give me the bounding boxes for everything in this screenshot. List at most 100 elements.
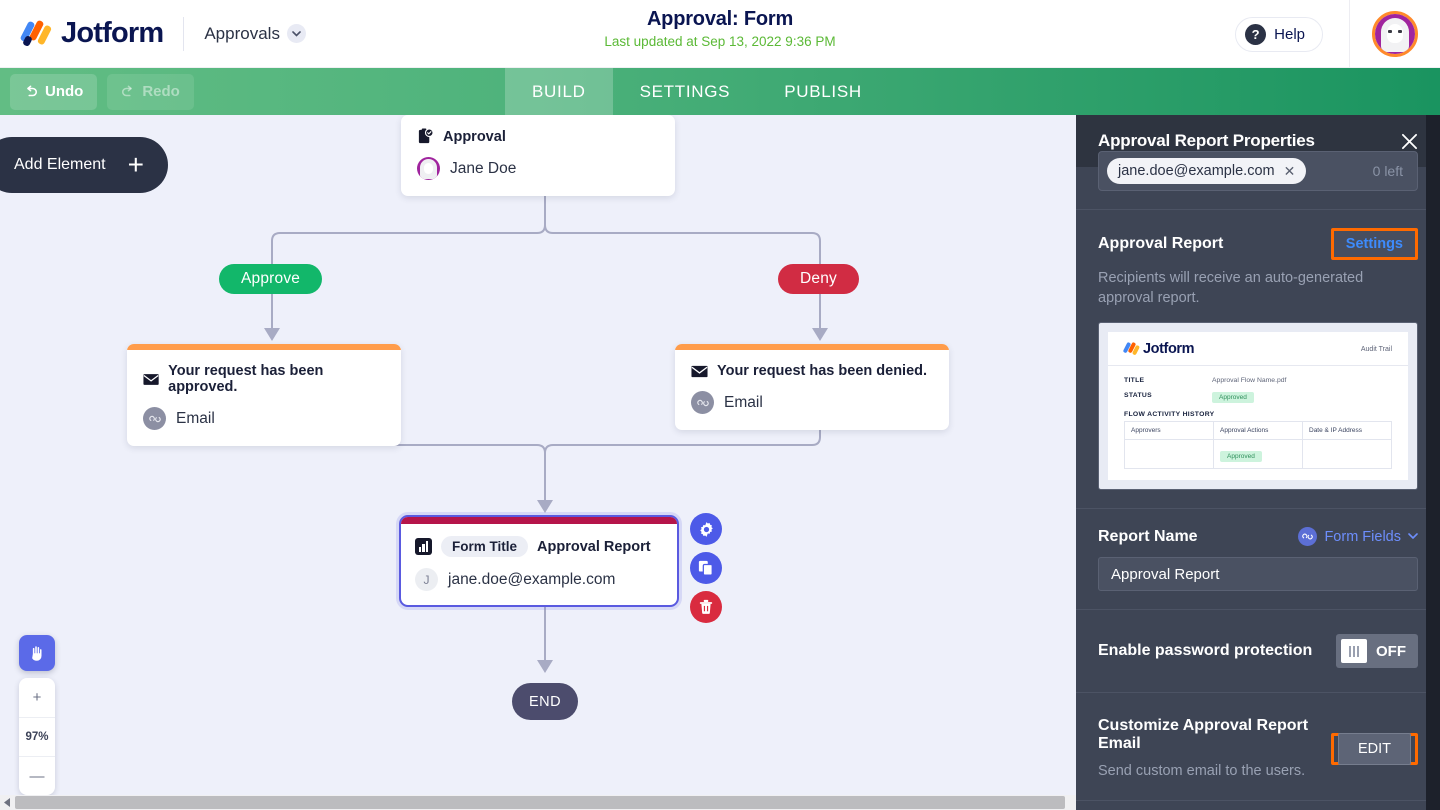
report-preview[interactable]: Jotform Audit Trail TITLE Approval Flow …: [1098, 322, 1418, 491]
node-approval-title: Approval: [443, 128, 506, 145]
node-email-approved-title: Your request has been approved.: [168, 363, 324, 395]
header-divider-2: [1349, 0, 1350, 68]
hand-tool-button[interactable]: [19, 635, 55, 671]
copy-icon: [698, 560, 713, 576]
chevron-down-icon: [286, 24, 306, 43]
node-approval-title-row: Approval: [417, 128, 659, 145]
report-settings-button[interactable]: Settings: [1330, 228, 1418, 260]
recipient-chip[interactable]: jane.doe@example.com ✕: [1107, 158, 1307, 184]
preview-history-table: Approvers Approval Actions Date & IP Add…: [1124, 421, 1392, 470]
node-approval[interactable]: Approval Jane Doe: [401, 115, 675, 196]
help-label: Help: [1274, 25, 1305, 43]
node-accent-bar: [675, 344, 949, 350]
node-action-buttons: [690, 513, 722, 623]
redo-arrow-icon: [122, 85, 133, 96]
chevron-down-icon: [1408, 533, 1418, 540]
form-fields-dropdown[interactable]: Form Fields: [1298, 527, 1418, 547]
undo-arrow-icon: [27, 85, 38, 96]
canvas-horizontal-scrollbar[interactable]: [0, 795, 1076, 810]
node-delete-button[interactable]: [690, 591, 722, 623]
preview-row-title: TITLE Approval Flow Name.pdf: [1124, 377, 1392, 384]
status-badge: Approved: [1212, 392, 1254, 404]
approval-report-description: Recipients will receive an auto-generate…: [1098, 270, 1364, 306]
trash-icon: [699, 599, 713, 614]
scrollbar-thumb[interactable]: [15, 796, 1065, 809]
node-accent-bar: [127, 344, 401, 350]
recipient-avatar: J: [415, 568, 438, 591]
report-preview-document: Jotform Audit Trail TITLE Approval Flow …: [1108, 332, 1408, 481]
node-email-denied-sub-row: Email: [691, 391, 933, 414]
redo-button[interactable]: Redo: [107, 73, 194, 110]
undo-button[interactable]: Undo: [10, 73, 98, 110]
zoom-out-button[interactable]: —: [19, 756, 55, 795]
user-avatar-icon: [1375, 14, 1415, 54]
table-column-header: Date & IP Address: [1309, 427, 1362, 435]
recipients-input[interactable]: jane.doe@example.com ✕ 0 left: [1098, 151, 1418, 191]
preview-row-status: STATUS Approved: [1124, 392, 1392, 404]
node-settings-button[interactable]: [690, 513, 722, 545]
edit-button-label: EDIT: [1337, 733, 1411, 766]
preview-row-key: TITLE: [1124, 377, 1145, 385]
node-email-denied[interactable]: Your request has been denied. Email: [675, 344, 949, 430]
approval-report-properties-panel: Approval Report Properties jane.doe@exam…: [1076, 115, 1440, 810]
node-email-approved-sub: Email: [176, 409, 215, 427]
preview-row-value: Approval Flow Name.pdf: [1212, 377, 1287, 385]
envelope-icon: [143, 373, 159, 385]
scroll-left-arrow-icon[interactable]: [0, 795, 15, 810]
brand-name: Jotform: [61, 17, 164, 49]
node-email-denied-sub: Email: [724, 393, 763, 411]
table-column-header: Approvers: [1125, 422, 1214, 440]
jotform-logo-icon: [1122, 341, 1140, 356]
node-accent-bar: [401, 517, 677, 524]
recipients-left-count: 0 left: [1372, 163, 1403, 179]
password-protection-label: Enable password protection: [1098, 642, 1313, 660]
recipient-chip-label: jane.doe@example.com: [1118, 163, 1275, 179]
add-element-label: Add Element: [14, 156, 106, 173]
link-icon: [691, 391, 714, 414]
node-report-recipient: jane.doe@example.com: [448, 570, 616, 588]
builder-toolbar: Undo Redo BUILD SETTINGS PUBLISH: [0, 68, 1440, 115]
node-email-approved[interactable]: Your request has been approved. Email: [127, 344, 401, 446]
table-cell: [1125, 439, 1214, 469]
tab-build[interactable]: BUILD: [505, 68, 613, 115]
branch-label-deny[interactable]: Deny: [778, 264, 859, 294]
link-icon: [143, 407, 166, 430]
header-right: ? Help: [1235, 0, 1440, 68]
tab-settings[interactable]: SETTINGS: [639, 81, 731, 101]
panel-body[interactable]: jane.doe@example.com ✕ 0 left Approval R…: [1076, 151, 1440, 801]
table-header-row: Approvers Approval Actions Date & IP Add…: [1125, 422, 1391, 440]
node-duplicate-button[interactable]: [690, 552, 722, 584]
plus-icon: +: [127, 149, 144, 180]
table-row: Approved: [1125, 439, 1391, 469]
close-icon[interactable]: ✕: [1283, 162, 1296, 179]
panel-title: Approval Report Properties: [1098, 131, 1315, 150]
avatar[interactable]: [1372, 11, 1418, 57]
node-email-approved-sub-row: Email: [143, 407, 385, 430]
add-element-button[interactable]: Add Element +: [0, 137, 168, 193]
zoom-in-button[interactable]: +: [32, 689, 42, 706]
flow-canvas[interactable]: Add Element + Approval Jane Doe Approve …: [0, 115, 1076, 795]
report-name-input[interactable]: Approval Report: [1098, 557, 1418, 592]
node-email-approved-title-row: Your request has been approved.: [143, 363, 385, 395]
node-end[interactable]: END: [512, 683, 578, 720]
toggle-state-label: OFF: [1376, 642, 1406, 660]
approvals-menu[interactable]: Approvals: [204, 24, 306, 44]
tab-publish[interactable]: PUBLISH: [784, 81, 862, 101]
approval-report-section: Approval Report Settings Recipients will…: [1076, 210, 1440, 510]
undo-label: Undo: [45, 83, 84, 100]
builder-tabs: BUILD SETTINGS PUBLISH: [505, 68, 889, 115]
customize-email-edit-button[interactable]: EDIT: [1330, 733, 1418, 766]
brand-logo[interactable]: Jotform: [0, 17, 164, 50]
node-approval-user-row: Jane Doe: [417, 157, 659, 180]
help-button[interactable]: ? Help: [1235, 16, 1323, 52]
password-protection-toggle[interactable]: OFF: [1336, 634, 1418, 669]
report-name-section: Report Name Form Fields Approval Report: [1076, 509, 1440, 611]
node-approval-report[interactable]: Form Title Approval Report J jane.doe@ex…: [399, 515, 679, 607]
recipients-section: jane.doe@example.com ✕ 0 left: [1076, 151, 1440, 210]
report-name-label: Report Name: [1098, 527, 1198, 545]
branch-label-approve[interactable]: Approve: [219, 264, 323, 294]
customize-email-section: Customize Approval Report Email Send cus…: [1076, 693, 1440, 801]
header-divider: [183, 16, 185, 51]
password-protection-section: Enable password protection OFF: [1076, 610, 1440, 694]
close-icon[interactable]: [1394, 126, 1424, 156]
